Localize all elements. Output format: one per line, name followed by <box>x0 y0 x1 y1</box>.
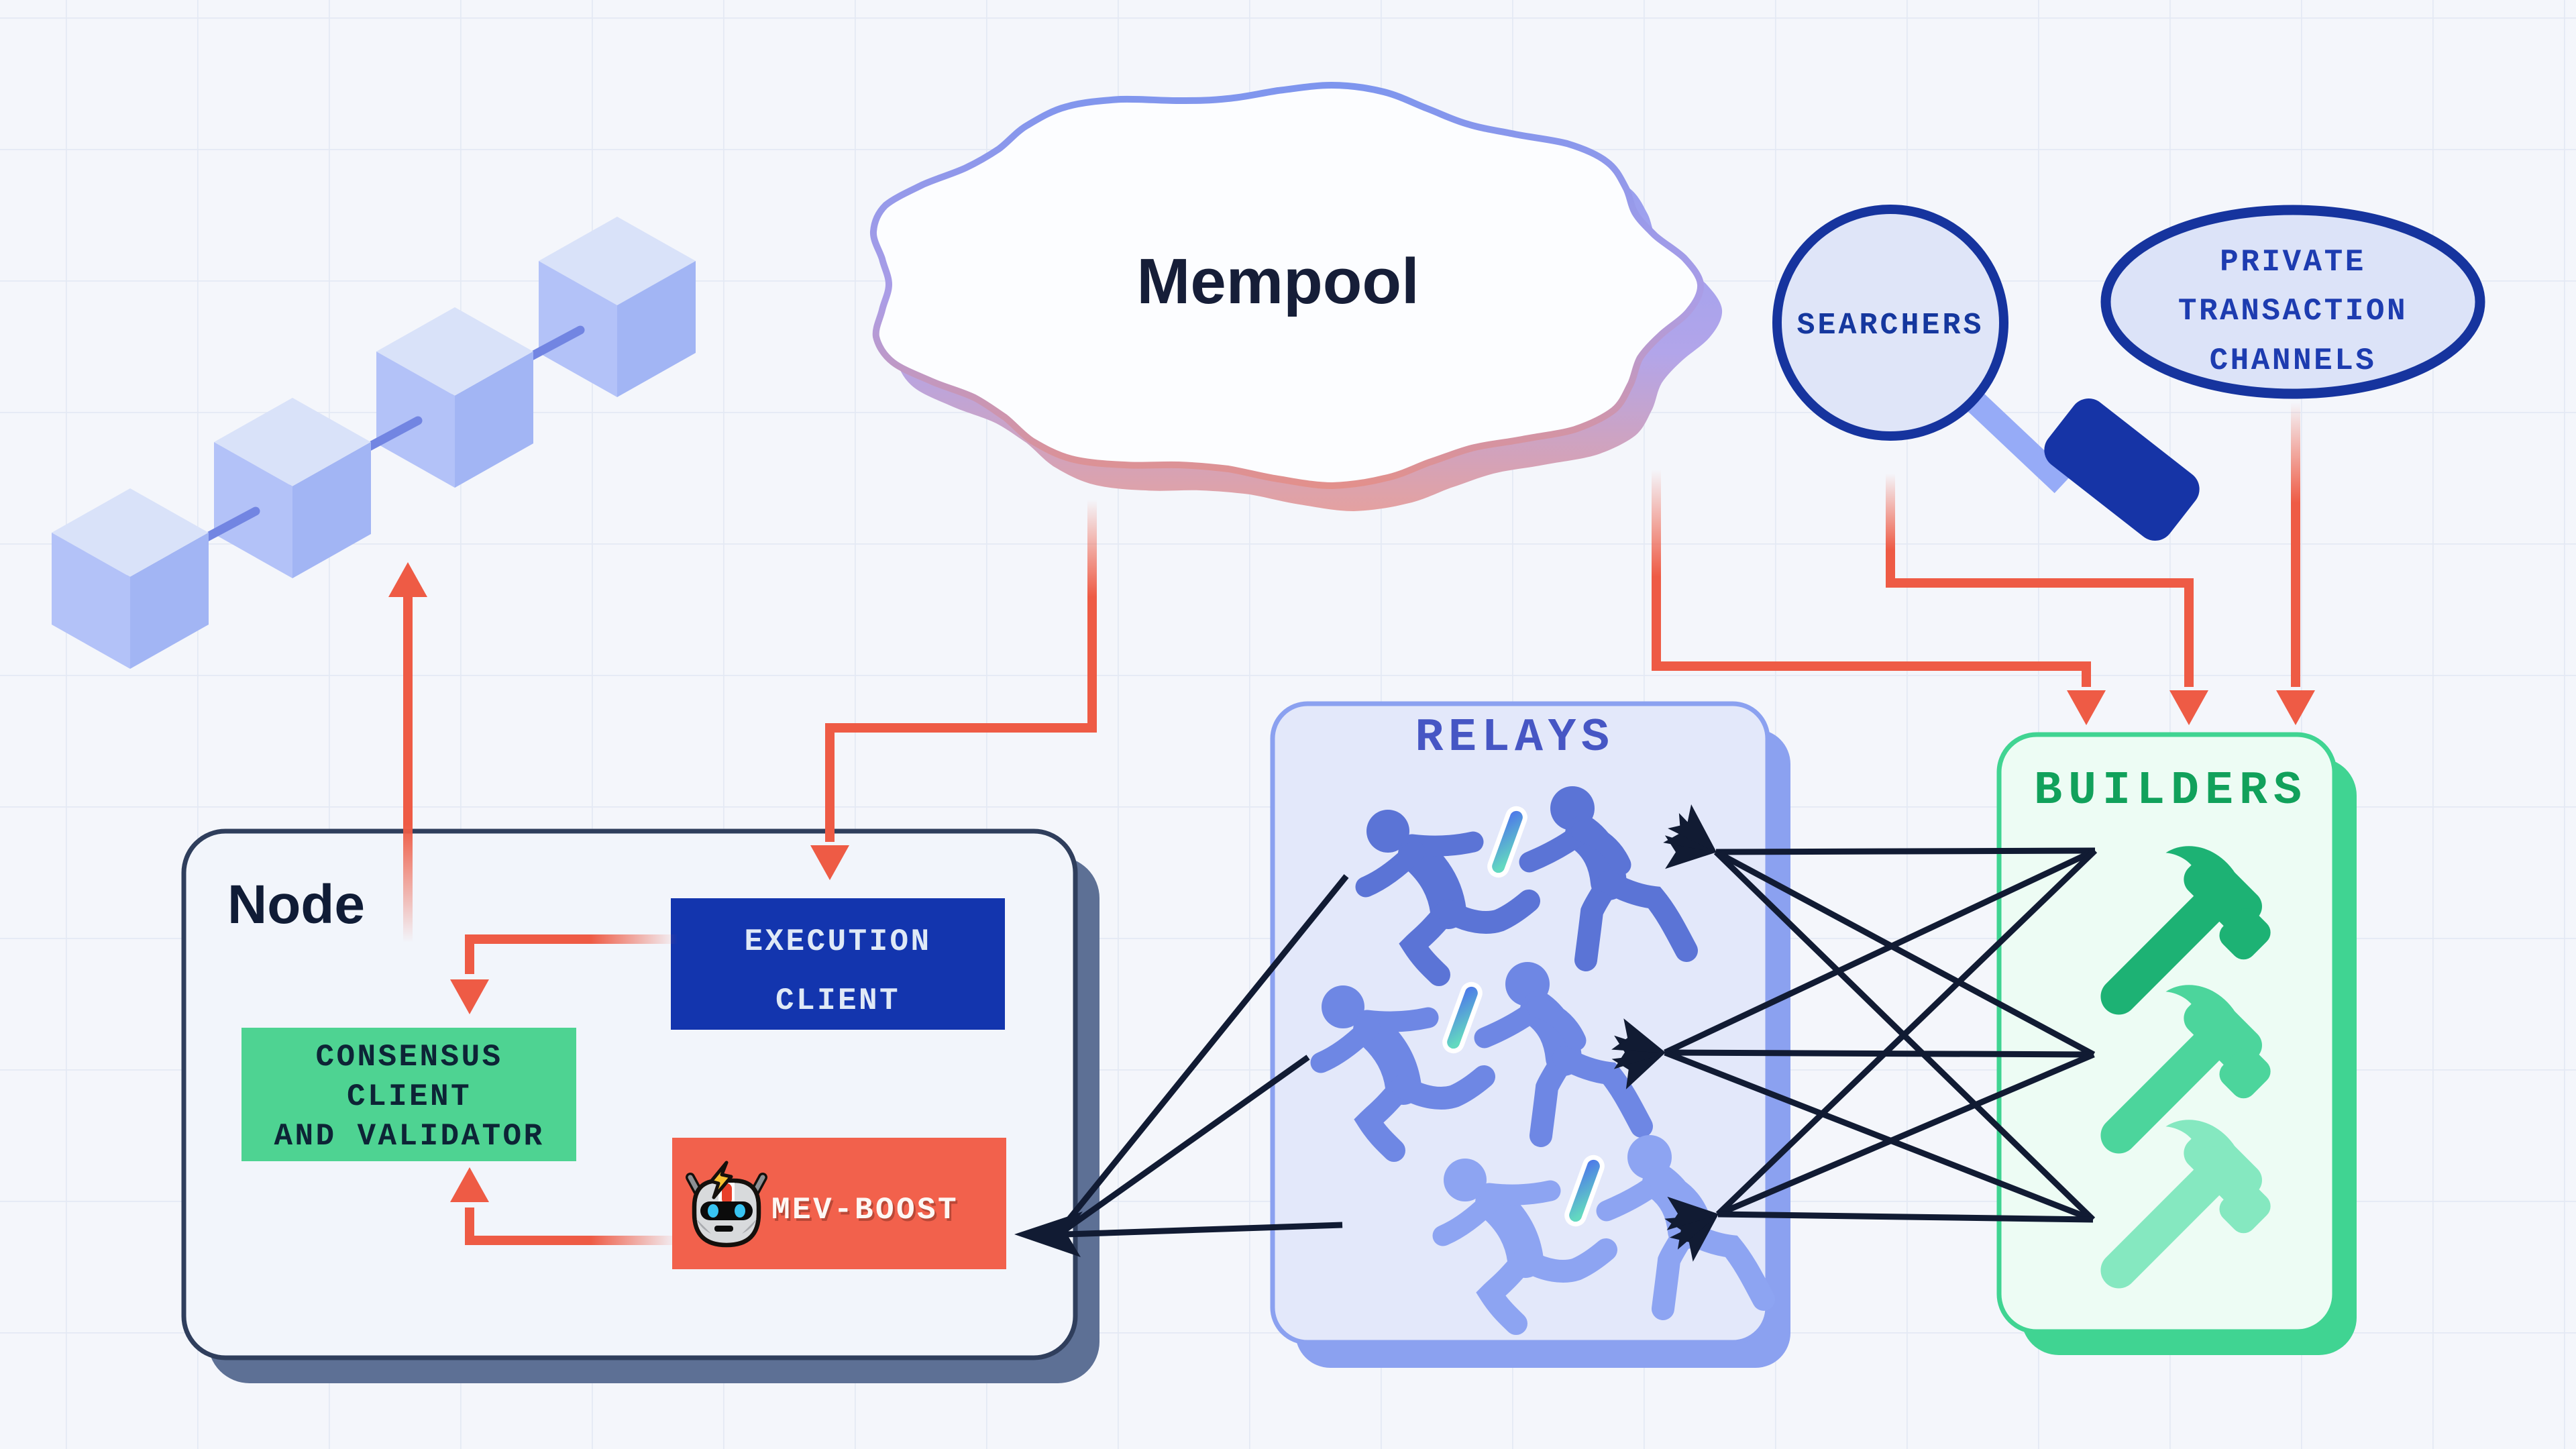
svg-text:RELAYS: RELAYS <box>1415 712 1614 765</box>
svg-text:AND VALIDATOR: AND VALIDATOR <box>274 1119 544 1154</box>
svg-text:BUILDERS: BUILDERS <box>2034 765 2308 818</box>
svg-text:Node: Node <box>227 874 365 935</box>
svg-text:EXECUTION: EXECUTION <box>744 924 931 959</box>
svg-text:MEV-BOOST: MEV-BOOST <box>771 1193 959 1228</box>
svg-text:Mempool: Mempool <box>1136 246 1419 317</box>
svg-text:CLIENT: CLIENT <box>347 1079 472 1114</box>
svg-text:MEV-BOOST: MEV-BOOST <box>773 1195 961 1230</box>
svg-text:PRIVATE: PRIVATE <box>2220 245 2366 280</box>
svg-text:TRANSACTION: TRANSACTION <box>2178 294 2408 329</box>
svg-text:CLIENT: CLIENT <box>775 983 900 1018</box>
svg-text:SEARCHERS: SEARCHERS <box>1796 309 1984 343</box>
svg-text:CHANNELS: CHANNELS <box>2210 343 2377 378</box>
svg-text:CONSENSUS: CONSENSUS <box>315 1040 502 1075</box>
